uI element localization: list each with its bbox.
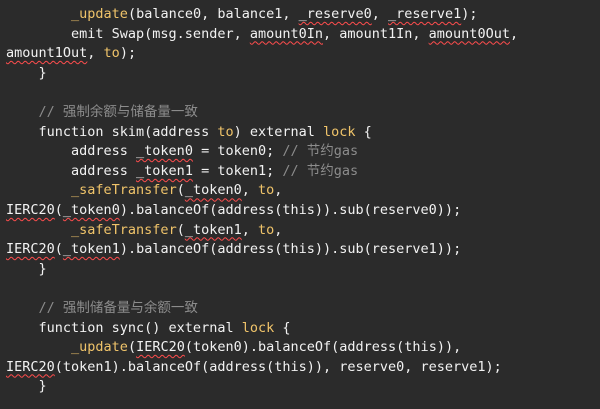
code-text: ,: [274, 182, 283, 199]
code-identifier-flagged: _reserve1: [388, 6, 462, 22]
code-text: (: [127, 339, 137, 356]
code-line: _update(IERC20(token0).balanceOf(address…: [6, 338, 594, 358]
code-text: {: [355, 123, 372, 140]
code-line: }: [6, 64, 594, 84]
code-line: _update(balance0, balance1, _reserve0, _…: [6, 5, 594, 25]
code-text: [6, 222, 71, 238]
code-line: // 强制储备量与余额一致: [6, 299, 594, 319]
code-text: ,: [87, 45, 104, 62]
code-line: function sync() external lock {: [6, 319, 594, 339]
code-line: emit Swap(msg.sender, amount0In, amount1…: [6, 25, 594, 45]
code-text: );: [119, 45, 137, 62]
code-identifier-flagged: IERC20: [136, 339, 185, 356]
code-function-name: _update: [71, 339, 128, 356]
code-identifier-flagged: amount1Out: [6, 45, 88, 62]
code-text: , amount1In,: [323, 25, 429, 42]
code-text: ,: [371, 6, 389, 22]
code-function-name: _safeTransfer: [71, 182, 177, 199]
code-line: [6, 279, 594, 299]
code-identifier-flagged: _token1: [184, 221, 242, 238]
code-line: amount1Out, to);: [6, 44, 594, 64]
code-identifier-flagged: IERC20: [6, 358, 55, 375]
code-comment: // 强制余额与储备量一致: [6, 103, 198, 120]
code-text: [6, 6, 71, 22]
code-function-name: _update: [71, 6, 128, 22]
code-identifier-flagged: IERC20: [6, 201, 55, 218]
code-line: _safeTransfer(_token1, to,: [6, 221, 594, 241]
code-text: (token1).balanceOf(address(this)), reser…: [54, 358, 502, 375]
code-line: address _token0 = token0; // 节约gas: [6, 142, 594, 162]
code-identifier-flagged: amount0In: [249, 25, 323, 42]
code-text: ) external: [233, 123, 323, 140]
code-text: emit Swap(msg.sender,: [6, 25, 250, 42]
code-line: }: [6, 260, 594, 280]
code-text: (: [54, 201, 63, 218]
code-text: (: [54, 241, 63, 258]
code-identifier-flagged: _token1: [136, 162, 193, 179]
code-text: function sync() external: [6, 319, 242, 336]
code-line: address _token1 = token1; // 节约gas: [6, 162, 594, 182]
code-text: ,: [241, 221, 259, 238]
code-keyword: to: [217, 123, 234, 140]
code-text: }: [6, 64, 47, 81]
code-keyword: lock: [241, 319, 275, 336]
code-text: }: [6, 378, 47, 395]
code-line: [6, 83, 594, 103]
code-text: address: [6, 162, 137, 179]
code-text: {: [274, 319, 291, 336]
code-identifier-flagged: _reserve0: [298, 6, 372, 22]
code-line: IERC20(_token1).balanceOf(address(this))…: [6, 240, 594, 260]
code-identifier-flagged: _token1: [62, 241, 120, 258]
code-comment: // 节约gas: [282, 162, 359, 179]
code-line: }: [6, 377, 594, 397]
code-text: (: [176, 182, 185, 199]
code-text: ).balanceOf(address(this)).sub(reserve0)…: [119, 201, 462, 218]
code-line: function skim(address to) external lock …: [6, 123, 594, 143]
code-text: ,: [241, 182, 259, 199]
code-text: }: [6, 260, 47, 277]
code-text: = token0;: [192, 143, 283, 160]
code-text: ,: [274, 221, 283, 238]
code-text: function skim(address: [6, 123, 218, 140]
code-line: _safeTransfer(_token0, to,: [6, 181, 594, 201]
code-text: (token0).balanceOf(address(this)),: [184, 339, 462, 356]
code-keyword: lock: [323, 123, 356, 140]
code-text: ,: [509, 25, 519, 42]
code-identifier-flagged: _token0: [136, 143, 193, 160]
code-identifier-flagged: _token0: [62, 201, 120, 218]
code-identifier-flagged: IERC20: [6, 241, 55, 258]
code-line: // 强制余额与储备量一致: [6, 103, 594, 123]
code-text: [6, 182, 71, 198]
code-text: address: [6, 143, 137, 160]
code-text: (: [176, 221, 185, 238]
code-text: [6, 339, 71, 355]
code-text: );: [461, 6, 478, 22]
code-comment: // 节约gas: [282, 143, 359, 160]
code-text: = token1;: [192, 162, 283, 179]
code-line: IERC20(token1).balanceOf(address(this)),…: [6, 358, 594, 378]
code-text: (balance0, balance1,: [127, 6, 299, 22]
code-keyword: to: [258, 221, 275, 238]
code-identifier-flagged: amount0Out: [428, 25, 510, 42]
code-function-name: _safeTransfer: [71, 221, 177, 238]
code-keyword: to: [258, 182, 275, 199]
code-identifier-flagged: _token0: [184, 182, 242, 199]
code-line: IERC20(_token0).balanceOf(address(this))…: [6, 201, 594, 221]
code-comment: // 强制储备量与余额一致: [6, 299, 198, 316]
code-text: ).balanceOf(address(this)).sub(reserve1)…: [119, 241, 462, 258]
code-keyword: to: [103, 45, 120, 62]
